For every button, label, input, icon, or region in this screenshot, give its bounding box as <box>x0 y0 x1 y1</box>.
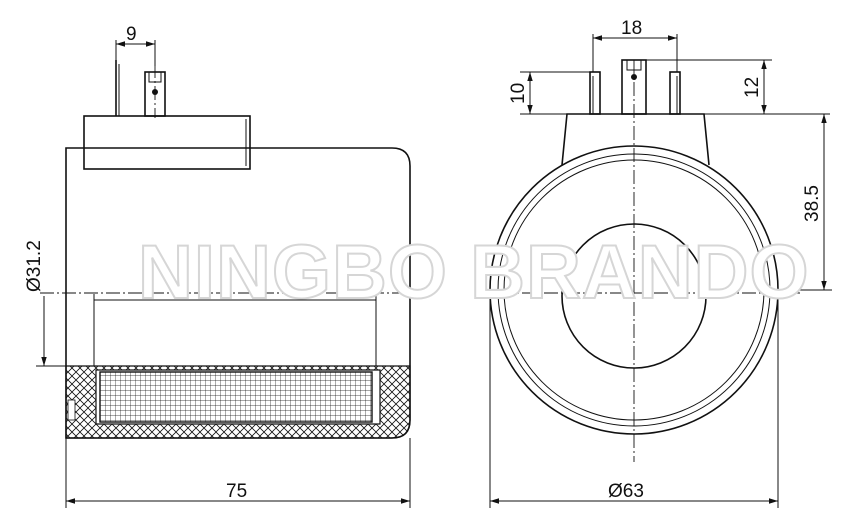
front-view: 18 10 12 38.5 Ø63 <box>478 18 832 508</box>
side-view-connector-housing <box>83 115 251 170</box>
front-view-dim-pin-spacing: 18 <box>592 18 678 72</box>
front-view-dim-pin-height-right-label: 12 <box>742 77 763 98</box>
front-view-dim-pin-height-left: 10 <box>508 71 590 115</box>
front-view-dim-pin-height-left-label: 10 <box>508 83 529 104</box>
front-view-dim-outer-diameter: Ø63 <box>489 290 779 508</box>
side-view-dim-inner-diameter-label: Ø31.2 <box>24 240 45 292</box>
front-view-dim-pin-spacing-label: 18 <box>621 18 642 39</box>
front-view-connector-block <box>561 113 710 166</box>
side-view-dim-pin-spacing-label: 9 <box>126 24 137 45</box>
side-view-dim-inner-diameter: Ø31.2 <box>24 240 66 367</box>
side-view-dim-length-label: 75 <box>226 481 247 502</box>
front-view-dim-center-height-label: 38.5 <box>802 185 823 222</box>
side-view: 9 Ø31.2 75 <box>24 24 432 508</box>
side-view-dim-pin-spacing: 9 <box>115 24 156 66</box>
front-view-dim-center-height: 38.5 <box>778 114 832 291</box>
front-view-pin-right <box>669 71 681 115</box>
side-view-dim-length: 75 <box>65 438 411 508</box>
front-view-pin-left <box>589 71 601 115</box>
side-view-winding <box>99 371 373 423</box>
front-view-dim-outer-diameter-label: Ø63 <box>608 481 644 502</box>
front-view-dim-pin-height-right: 12 <box>646 59 830 115</box>
watermark: NINGBO BRANDO <box>138 230 810 315</box>
